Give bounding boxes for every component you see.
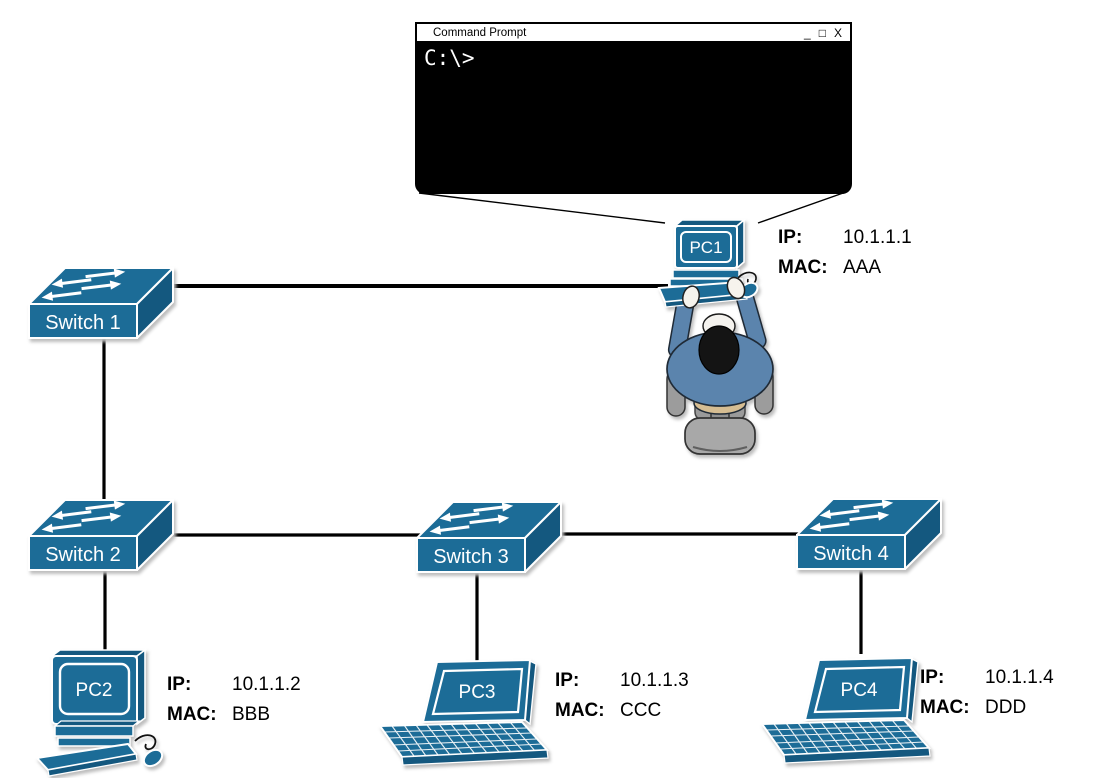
ip-row: IP: 10.1.1.1 — [778, 227, 912, 257]
ip-key: IP: — [920, 667, 945, 688]
switch-icon: Switch 3 — [416, 501, 562, 573]
window-title: Command Prompt — [433, 26, 527, 39]
terminal-prompt[interactable]: C:\> — [424, 46, 475, 70]
mac-key: MAC: — [778, 257, 828, 278]
mac-value: DDD — [985, 697, 1027, 718]
mac-row: MAC: DDD — [920, 697, 1054, 727]
pc1-address-label: IP: 10.1.1.1 MAC: AAA — [778, 227, 912, 287]
mac-key: MAC: — [555, 700, 605, 721]
switch-label: Switch 1 — [45, 312, 121, 334]
mac-key: MAC: — [920, 697, 970, 718]
switch-label: Switch 4 — [813, 543, 889, 565]
minimize-icon[interactable]: _ — [804, 25, 811, 40]
mac-key: MAC: — [167, 704, 217, 725]
laptop-icon: PC3 — [378, 658, 550, 766]
ip-value: 10.1.1.4 — [985, 667, 1054, 688]
switch-2: Switch 2 — [27, 496, 177, 574]
mac-value: AAA — [843, 257, 882, 278]
ip-value: 10.1.1.2 — [232, 674, 301, 695]
ip-row: IP: 10.1.1.3 — [555, 670, 689, 700]
switch-icon: Switch 4 — [796, 498, 942, 570]
mac-row: MAC: BBB — [167, 704, 301, 734]
pc3-address-label: IP: 10.1.1.3 MAC: CCC — [555, 670, 689, 730]
ip-key: IP: — [555, 670, 580, 691]
pc-screen-label: PC4 — [841, 680, 878, 701]
ip-value: 10.1.1.1 — [843, 227, 912, 248]
ip-row: IP: 10.1.1.2 — [167, 674, 301, 704]
mac-row: MAC: AAA — [778, 257, 912, 287]
switch-icon: Switch 2 — [28, 499, 174, 571]
maximize-icon[interactable]: □ — [818, 25, 826, 40]
close-icon[interactable]: X — [833, 25, 842, 40]
pc-screen-label: PC2 — [76, 680, 113, 701]
switch-4: Switch 4 — [795, 495, 945, 573]
switch-label: Switch 2 — [45, 544, 121, 566]
window-controls: _ □ X — [804, 27, 842, 39]
pc-screen-label: PC1 — [689, 238, 722, 257]
ip-value: 10.1.1.3 — [620, 670, 689, 691]
mac-row: MAC: CCC — [555, 700, 689, 730]
mac-value: BBB — [232, 704, 271, 725]
laptop-icon: PC4 — [760, 656, 932, 764]
switch-arrows-icon — [809, 499, 894, 532]
mac-value: CCC — [620, 700, 662, 721]
ip-key: IP: — [778, 227, 803, 248]
pc-1: PC1 — [645, 212, 780, 457]
mouse-cable-icon — [134, 734, 157, 751]
terminal-body[interactable]: C:\> — [415, 43, 852, 194]
switch-label: Switch 3 — [433, 546, 509, 568]
pc4-address-label: IP: 10.1.1.4 MAC: DDD — [920, 667, 1054, 727]
switch-1: Switch 1 — [27, 264, 177, 342]
desktop-computer-icon: PC2 — [34, 648, 164, 777]
desktop-computer-icon: PC1 — [657, 218, 759, 308]
ip-row: IP: 10.1.1.4 — [920, 667, 1054, 697]
pc-4: PC4 — [760, 648, 932, 778]
mouse-icon — [142, 748, 164, 768]
switch-arrows-icon — [429, 502, 514, 535]
hands-icon — [682, 276, 746, 309]
person-icon — [666, 283, 774, 415]
pc2-address-label: IP: 10.1.1.2 MAC: BBB — [167, 674, 301, 734]
callout-line-left — [418, 192, 666, 224]
keyboard-grid-icon — [383, 721, 543, 757]
callout-line-right — [757, 191, 847, 224]
pc-2: PC2 — [33, 648, 168, 778]
pc-screen-label: PC3 — [459, 682, 496, 703]
keyboard-grid-icon — [765, 719, 925, 755]
switch-icon: Switch 1 — [28, 267, 174, 339]
pc-3: PC3 — [378, 650, 550, 778]
ip-key: IP: — [167, 674, 192, 695]
switch-3: Switch 3 — [415, 498, 565, 576]
command-prompt-titlebar[interactable]: Command Prompt _ □ X — [415, 22, 852, 43]
switch-arrows-icon — [41, 268, 126, 301]
command-prompt-window: Command Prompt _ □ X C:\> — [415, 22, 852, 194]
user-at-desktop-icon: PC1 — [657, 218, 774, 455]
switch-arrows-icon — [41, 500, 126, 533]
